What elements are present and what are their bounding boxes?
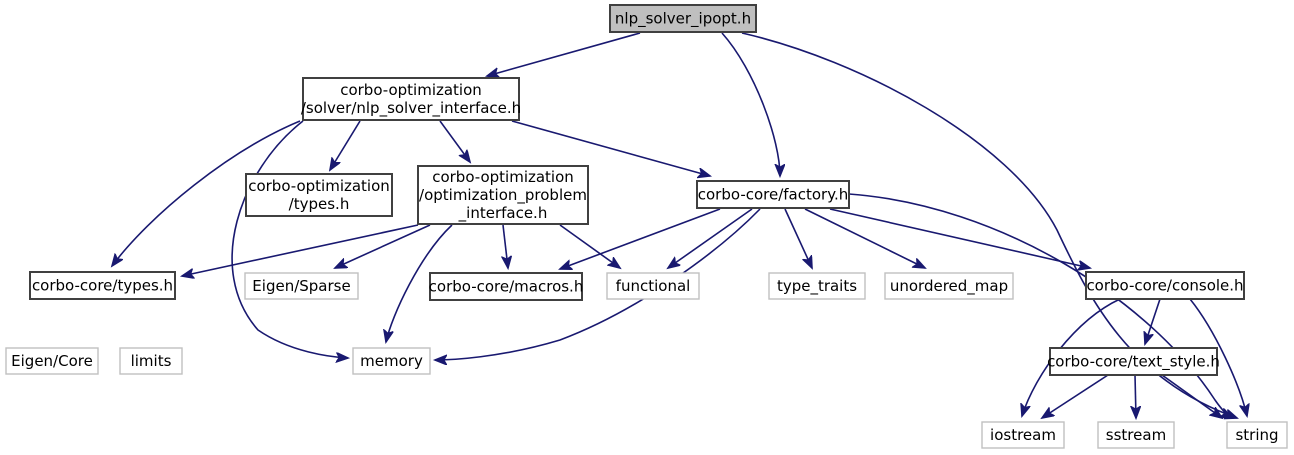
node-factory[interactable]: corbo-core/factory.h: [696, 180, 850, 209]
node-box-functional[interactable]: [606, 272, 700, 300]
node-label-nlp_solver_ipopt: nlp_solver_ipopt.h: [615, 9, 751, 28]
node-label-memory: memory: [360, 352, 423, 370]
node-box-console[interactable]: [1085, 271, 1245, 300]
node-label-factory: corbo-core/factory.h: [698, 185, 848, 203]
edge-nlp_solver_interface-to-core_types: [112, 120, 301, 266]
node-core_types[interactable]: corbo-core/types.h: [29, 271, 176, 300]
edge-factory-to-unordered_map: [804, 208, 925, 268]
node-label-type_traits: type_traits: [777, 277, 857, 296]
node-label-sstream: sstream: [1106, 426, 1166, 444]
edge-optimization_problem_interface-to-macros: [503, 224, 508, 268]
node-box-core_types[interactable]: [29, 271, 176, 300]
node-memory[interactable]: memory: [352, 347, 431, 375]
node-label-eigen_core: Eigen/Core: [11, 352, 93, 370]
edge-optimization_problem_interface-to-core_types: [182, 224, 419, 276]
node-unordered_map[interactable]: unordered_map: [884, 272, 1014, 300]
nodes-layer: nlp_solver_ipopt.h corbo-optimization/sol…: [5, 4, 1288, 449]
edge-text_style-to-sstream: [1135, 374, 1136, 418]
edge-factory-to-type_traits: [784, 208, 812, 268]
node-optimization_problem_interface[interactable]: corbo-optimization/optimization_problem_…: [417, 165, 589, 225]
node-label-text_style: corbo-core/text_style.h: [1047, 352, 1220, 371]
node-label-console: corbo-core/console.h: [1086, 276, 1243, 294]
node-box-limits[interactable]: [119, 347, 183, 375]
node-box-sstream[interactable]: [1097, 421, 1175, 449]
node-box-eigen_sparse[interactable]: [244, 272, 359, 300]
node-functional[interactable]: functional: [606, 272, 700, 300]
node-box-iostream[interactable]: [981, 421, 1065, 449]
node-eigen_core[interactable]: Eigen/Core: [5, 347, 99, 375]
node-box-text_style[interactable]: [1049, 347, 1218, 376]
edge-factory-to-memory: [435, 208, 761, 360]
node-text_style[interactable]: corbo-core/text_style.h: [1047, 347, 1220, 376]
edge-nlp_solver_interface-to-optimization_types: [330, 120, 361, 170]
edge-text_style-to-iostream: [1042, 374, 1109, 418]
node-eigen_sparse[interactable]: Eigen/Sparse: [244, 272, 359, 300]
edge-factory-to-functional: [668, 208, 753, 268]
edge-nlp_solver_ipopt-to-factory: [721, 32, 780, 176]
node-nlp_solver_ipopt[interactable]: nlp_solver_ipopt.h: [609, 4, 757, 33]
edges-layer: [112, 32, 1247, 418]
edge-nlp_solver_interface-to-optimization_problem_interface: [439, 120, 470, 162]
edge-optimization_problem_interface-to-functional: [559, 224, 620, 268]
node-limits[interactable]: limits: [119, 347, 183, 375]
edge-nlp_solver_interface-to-memory: [231, 120, 348, 358]
node-box-nlp_solver_interface[interactable]: [302, 77, 520, 121]
edge-console-to-string: [1189, 298, 1247, 416]
node-box-unordered_map[interactable]: [884, 272, 1014, 300]
node-box-macros[interactable]: [429, 272, 583, 301]
node-box-nlp_solver_ipopt[interactable]: [609, 4, 757, 33]
node-label-macros: corbo-core/macros.h: [429, 277, 584, 295]
node-box-type_traits[interactable]: [768, 272, 866, 300]
node-macros[interactable]: corbo-core/macros.h: [429, 272, 584, 301]
node-label-limits: limits: [131, 352, 172, 370]
node-sstream[interactable]: sstream: [1097, 421, 1175, 449]
node-iostream[interactable]: iostream: [981, 421, 1065, 449]
node-label-unordered_map: unordered_map: [890, 277, 1008, 296]
node-type_traits[interactable]: type_traits: [768, 272, 866, 300]
node-label-optimization_types: corbo-optimization/types.h: [248, 177, 390, 213]
node-string[interactable]: string: [1226, 421, 1288, 449]
node-console[interactable]: corbo-core/console.h: [1085, 271, 1245, 300]
node-label-iostream: iostream: [990, 426, 1056, 444]
node-box-factory[interactable]: [696, 180, 850, 209]
node-box-memory[interactable]: [352, 347, 431, 375]
edge-optimization_problem_interface-to-eigen_sparse: [335, 224, 431, 268]
node-optimization_types[interactable]: corbo-optimization/types.h: [245, 173, 393, 217]
edge-optimization_problem_interface-to-memory: [386, 224, 453, 342]
node-box-optimization_problem_interface[interactable]: [417, 165, 589, 225]
node-label-functional: functional: [616, 277, 691, 295]
edge-factory-to-macros: [560, 208, 721, 269]
node-label-string: string: [1235, 426, 1278, 444]
node-label-optimization_problem_interface: corbo-optimization/optimization_problem_…: [419, 168, 587, 223]
node-box-optimization_types[interactable]: [245, 173, 393, 217]
node-label-nlp_solver_interface: corbo-optimization/solver/nlp_solver_int…: [301, 81, 521, 118]
node-label-core_types: corbo-core/types.h: [32, 276, 173, 294]
edge-text_style-to-string: [1161, 374, 1222, 418]
edge-nlp_solver_interface-to-factory: [511, 120, 710, 176]
edge-console-to-text_style: [1145, 298, 1161, 344]
node-box-string[interactable]: [1226, 421, 1288, 449]
edge-factory-to-console: [829, 208, 1090, 268]
node-box-eigen_core[interactable]: [5, 347, 99, 375]
node-label-eigen_sparse: Eigen/Sparse: [252, 277, 350, 295]
edge-nlp_solver_ipopt-to-nlp_solver_interface: [487, 32, 641, 76]
node-nlp_solver_interface[interactable]: corbo-optimization/solver/nlp_solver_int…: [301, 77, 521, 121]
